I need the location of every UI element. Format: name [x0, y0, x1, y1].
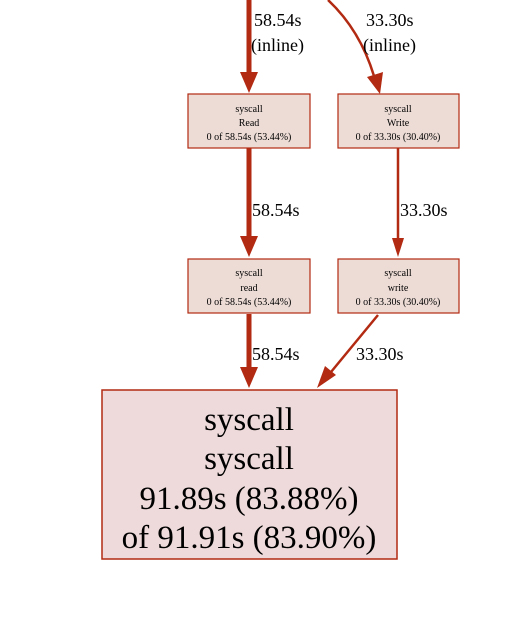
edge-read-to-syscall: 58.54s — [240, 314, 300, 388]
node-flat-cost: 91.89s (83.88%) — [139, 481, 358, 517]
edge-line — [327, 0, 376, 77]
edge-arrowhead — [240, 367, 258, 388]
node-cost: 0 of 58.54s (53.44%) — [207, 132, 292, 143]
node-function: write — [388, 283, 409, 294]
node-function: Write — [387, 118, 410, 129]
edge-arrowhead — [367, 72, 383, 94]
node-box — [337, 93, 460, 149]
node-package: syscall — [235, 268, 262, 279]
node-box — [187, 258, 311, 314]
node-function: syscall — [204, 441, 294, 477]
edge-label-time: 33.30s — [356, 344, 404, 364]
edge-incoming-read: 58.54s (inline) — [240, 0, 304, 93]
edge-label-time: 33.30s — [366, 10, 414, 30]
node-package: syscall — [204, 402, 294, 438]
edge-arrowhead — [317, 366, 336, 388]
node-box — [187, 93, 311, 149]
edge-label-time: 58.54s — [252, 344, 300, 364]
edge-label-inline: (inline) — [363, 35, 416, 56]
edge-read-to-read: 58.54s — [240, 148, 300, 257]
node-package: syscall — [235, 104, 262, 115]
edge-write-to-syscall: 33.30s — [317, 314, 404, 388]
node-box — [337, 258, 460, 314]
edge-label-time: 58.54s — [254, 10, 302, 30]
edge-line — [330, 314, 379, 373]
node-syscall-syscall[interactable]: syscall syscall 91.89s (83.88%) of 91.91… — [101, 389, 398, 560]
node-syscall-Write[interactable]: syscall Write 0 of 33.30s (30.40%) — [337, 93, 460, 149]
node-syscall-write[interactable]: syscall write 0 of 33.30s (30.40%) — [337, 258, 460, 314]
edge-arrowhead — [240, 236, 258, 257]
node-function: read — [240, 283, 257, 294]
node-cost: 0 of 58.54s (53.44%) — [207, 297, 292, 308]
edge-arrowhead — [240, 72, 258, 93]
node-syscall-Read[interactable]: syscall Read 0 of 58.54s (53.44%) — [187, 93, 311, 149]
edge-arrowhead — [392, 238, 404, 257]
node-package: syscall — [384, 268, 411, 279]
edge-incoming-write: 33.30s (inline) — [327, 0, 416, 94]
edge-label-time: 58.54s — [252, 200, 300, 220]
edge-label-inline: (inline) — [251, 35, 304, 56]
node-cost: 0 of 33.30s (30.40%) — [356, 132, 441, 143]
node-cost: 0 of 33.30s (30.40%) — [356, 297, 441, 308]
node-function: Read — [239, 118, 260, 129]
edge-write-to-write: 33.30s — [392, 148, 448, 257]
node-cum-cost: of 91.91s (83.90%) — [122, 520, 377, 556]
node-syscall-read[interactable]: syscall read 0 of 58.54s (53.44%) — [187, 258, 311, 314]
node-package: syscall — [384, 104, 411, 115]
edge-label-time: 33.30s — [400, 200, 448, 220]
node-box — [101, 389, 398, 560]
